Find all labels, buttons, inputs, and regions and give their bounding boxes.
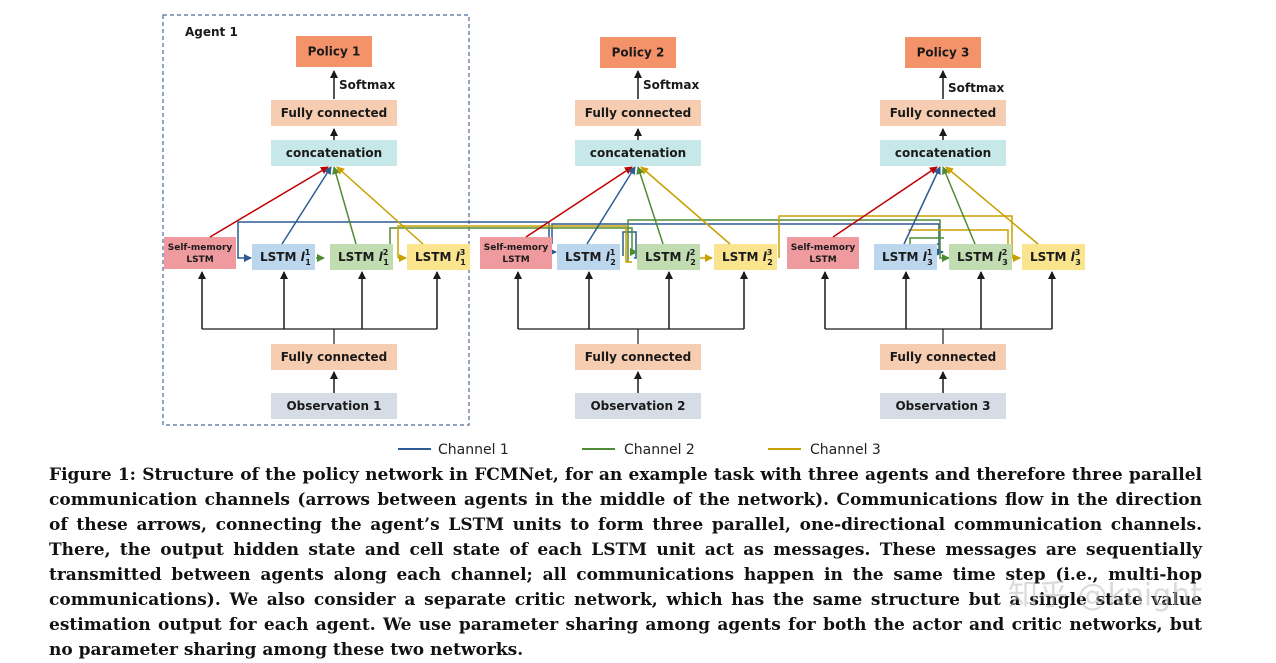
concatenation-3: concatenation — [880, 140, 1006, 166]
policy-2-label: Policy 2 — [612, 46, 665, 60]
legend-channel-1: Channel 1 — [438, 442, 509, 458]
self-memory-to-concat-2 — [525, 166, 633, 238]
lstm1-to-concat-2 — [586, 166, 636, 245]
softmax-label-1: Softmax — [339, 78, 395, 92]
self-memory-sub-label: LSTM — [502, 255, 529, 265]
lstm3-to-concat-3 — [945, 166, 1039, 245]
channel-2-a2-to-a3 — [627, 219, 950, 262]
concatenation-3-label: concatenation — [895, 146, 991, 160]
concatenation-2: concatenation — [575, 140, 701, 166]
self-memory-to-concat-3 — [832, 166, 938, 238]
observation-3-label: Observation 3 — [895, 399, 990, 413]
agent-1-label: Agent 1 — [185, 25, 238, 39]
concatenation-1-label: concatenation — [286, 146, 382, 160]
observation-1: Observation 1 — [271, 393, 397, 419]
lstm1-to-concat-3 — [903, 166, 941, 245]
lstm3-to-concat-2 — [640, 166, 731, 245]
observation-2-label: Observation 2 — [590, 399, 685, 413]
fully-connected-bottom-3: Fully connected — [880, 344, 1006, 370]
policy-1-label: Policy 1 — [308, 45, 361, 59]
softmax-label-3: Softmax — [948, 81, 1004, 95]
policy-2: Policy 2 — [600, 37, 676, 68]
legend: Channel 1 Channel 2 Channel 3 — [398, 442, 881, 458]
lstm3-to-concat-1 — [336, 166, 424, 245]
channel-1-a3-to-a1 — [237, 248, 252, 262]
fully-connected-top-1: Fully connected — [271, 100, 397, 126]
self-memory-label: Self-memory — [168, 243, 233, 253]
fully-connected-top-2-label: Fully connected — [585, 106, 692, 120]
fully-connected-bottom-2-label: Fully connected — [585, 350, 692, 364]
channel-2-a1-to-a2 — [389, 227, 638, 256]
figure-caption: Figure 1: Structure of the policy networ… — [49, 465, 1202, 660]
agent-1-frame — [162, 14, 470, 426]
lstm1-to-concat-1 — [281, 166, 332, 245]
concatenation-2-label: concatenation — [590, 146, 686, 160]
zhihu-watermark: 知乎 @knight — [1008, 578, 1203, 613]
lstm2-to-concat-3 — [941, 166, 976, 245]
legend-channel-3: Channel 3 — [810, 442, 881, 458]
observation-3: Observation 3 — [880, 393, 1006, 419]
concatenation-1: concatenation — [271, 140, 397, 166]
lstm2-to-concat-1 — [332, 166, 357, 245]
channel-1-a2-inner — [622, 231, 637, 259]
fully-connected-top-3-label: Fully connected — [890, 106, 997, 120]
fully-connected-top-3: Fully connected — [880, 100, 1006, 126]
fully-connected-top-2: Fully connected — [575, 100, 701, 126]
self-memory-label: Self-memory — [484, 243, 549, 253]
fully-connected-bottom-1-label: Fully connected — [281, 350, 388, 364]
fully-connected-bottom-1: Fully connected — [271, 344, 397, 370]
observation-2: Observation 2 — [575, 393, 701, 419]
self-memory-to-concat-1 — [209, 166, 329, 238]
policy-1: Policy 1 — [296, 36, 372, 67]
fully-connected-bottom-2: Fully connected — [575, 344, 701, 370]
legend-channel-2: Channel 2 — [624, 442, 695, 458]
channel-3-a1-to-a2 — [397, 225, 632, 263]
channel-1-a3-inner — [936, 244, 944, 256]
softmax-label-2: Softmax — [643, 78, 699, 92]
self-memory-sub-label: LSTM — [186, 255, 213, 265]
observation-1-label: Observation 1 — [286, 399, 381, 413]
channel-connections — [237, 215, 1021, 263]
self-memory-sub-label: LSTM — [809, 255, 836, 265]
fully-connected-bottom-3-label: Fully connected — [890, 350, 997, 364]
fully-connected-top-1-label: Fully connected — [281, 106, 388, 120]
self-memory-label: Self-memory — [791, 243, 856, 253]
lstm2-to-concat-2 — [636, 166, 664, 245]
channel-1-a2-to-a3 — [551, 223, 940, 245]
channel-3-a2-to-a3 — [778, 215, 1021, 262]
policy-3-label: Policy 3 — [917, 46, 970, 60]
policy-3: Policy 3 — [905, 37, 981, 68]
